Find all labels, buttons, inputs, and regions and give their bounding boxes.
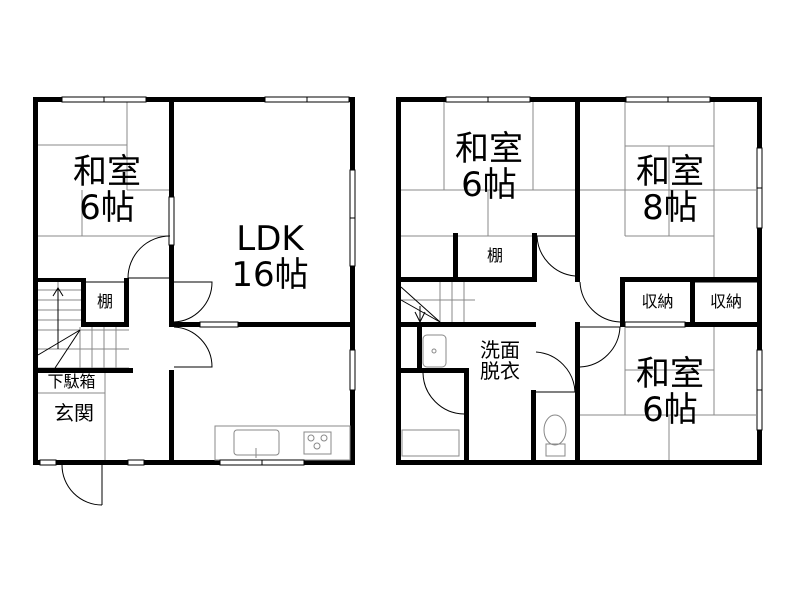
room-washitsu-2f-b: 和室 8帖 [625,152,715,228]
room-name: LDK [236,219,304,259]
room-senmen: 洗面 脱衣 [470,340,530,382]
room-tana-2f: 棚 [486,246,503,265]
room-size: 16帖 [231,254,309,295]
room-washitsu-1f: 和室 6帖 [62,152,152,228]
room-size: 6帖 [642,389,698,430]
room-name: 和室 [636,152,704,192]
room-shuno-a: 収納 [641,292,674,311]
room-ldk: LDK 16帖 [210,219,330,295]
floor2-plan [396,96,763,465]
room-name-2: 脱衣 [480,359,520,383]
room-washitsu-2f-a: 和室 6帖 [444,129,534,205]
room-size: 8帖 [642,187,698,228]
room-tana-1f: 棚 [96,292,113,311]
room-name: 和室 [636,354,704,394]
room-size: 6帖 [461,164,517,205]
room-genkan: 玄関 [54,401,94,425]
room-name: 和室 [73,152,141,192]
room-name: 洗面 [480,338,520,362]
floor1-plan [33,96,356,506]
room-shuno-b: 収納 [709,292,742,311]
room-washitsu-2f-c: 和室 6帖 [625,354,715,430]
room-name: 和室 [455,129,523,169]
room-size: 6帖 [79,187,135,228]
room-getabako: 下駄箱 [47,372,96,391]
